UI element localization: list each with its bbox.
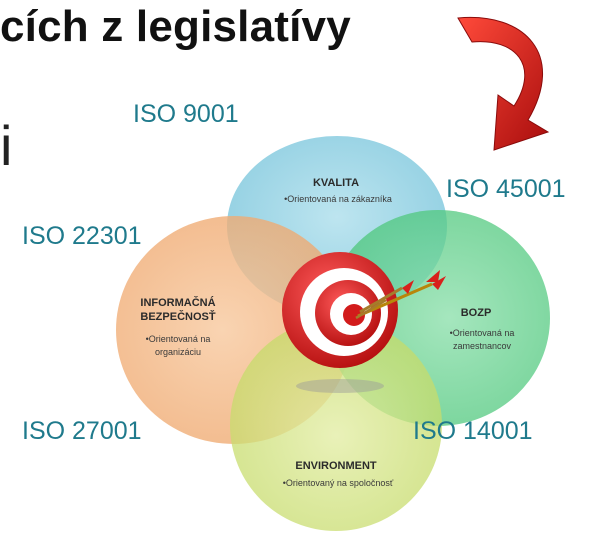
iso-27001-label: ISO 27001 [22,417,142,445]
quality-title: KVALITA [313,177,359,189]
left-text-fragment: i [0,114,13,177]
environment-circle [230,319,442,531]
environment-bullet: •Orientovaný na spoločnosť [283,478,394,488]
ohs-bullet-line2: zamestnancov [453,341,512,351]
environment-title: ENVIRONMENT [295,460,377,472]
target-with-arrows-icon [282,252,446,393]
slide-title: cích z legislatívy [0,2,351,51]
curved-red-arrow-icon [457,16,550,151]
infosec-bullet-line2: organizáciu [155,347,201,357]
infosec-title-line2: BEZPEČNOSŤ [140,310,215,323]
infosec-bullet-line1: •Orientovaná na [146,334,211,344]
infosec-title-line1: INFORMAČNÁ [140,296,215,309]
iso-9001-label: ISO 9001 [133,100,239,128]
ohs-title: BOZP [461,307,492,319]
iso-22301-label: ISO 22301 [22,222,142,250]
iso-14001-label: ISO 14001 [413,417,533,445]
ohs-bullet-line1: •Orientovaná na [450,328,515,338]
iso-45001-label: ISO 45001 [446,175,566,203]
quality-bullet: •Orientovaná na zákazníka [284,194,392,204]
